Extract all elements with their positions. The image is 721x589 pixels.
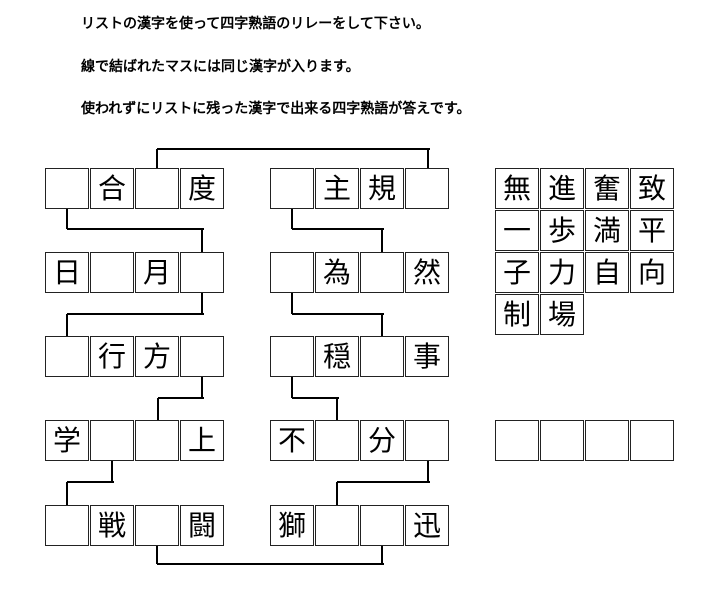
connector-line	[381, 314, 383, 336]
connector-line	[156, 149, 158, 168]
kanji-list-cell: 力	[540, 252, 584, 293]
puzzle-cell[interactable]	[90, 252, 134, 293]
instruction-line-1: リストの漢字を使って四字熟語のリレーをして下さい。	[81, 16, 430, 32]
instruction-line-3: 使われずにリストに残った漢字で出来る四字熟語が答えです。	[81, 101, 471, 117]
puzzle-cell[interactable]	[270, 168, 314, 209]
connector-line	[67, 481, 114, 483]
puzzle-cell[interactable]	[135, 420, 179, 461]
connector-line	[201, 293, 203, 314]
puzzle-cell[interactable]	[135, 505, 179, 546]
connector-line	[157, 148, 430, 150]
kanji-list-cell: 一	[495, 210, 539, 251]
puzzle-cell: 規	[360, 168, 404, 209]
puzzle-cell: 上	[180, 420, 224, 461]
connector-line	[158, 397, 204, 399]
puzzle-cell[interactable]	[270, 252, 314, 293]
connector-line	[201, 377, 203, 398]
puzzle-cell: 穏	[315, 336, 359, 377]
puzzle-cell: 分	[360, 420, 404, 461]
puzzle-cell: 主	[315, 168, 359, 209]
kanji-list-cell: 子	[495, 252, 539, 293]
puzzle-cell: 合	[90, 168, 134, 209]
connector-line	[336, 482, 338, 505]
instruction-line-2: 線で結ばれたマスには同じ漢字が入ります。	[81, 59, 360, 75]
puzzle-cell: 戦	[90, 505, 134, 546]
connector-line	[157, 563, 384, 565]
connector-line	[66, 209, 68, 229]
kanji-list-cell: 満	[585, 210, 629, 251]
connector-line	[291, 209, 293, 229]
connector-line	[67, 313, 204, 315]
puzzle-cell[interactable]	[405, 420, 449, 461]
kanji-list-cell: 制	[495, 294, 539, 335]
puzzle-cell[interactable]	[45, 505, 89, 546]
puzzle-cell: 獅	[270, 505, 314, 546]
puzzle-cell: 日	[45, 252, 89, 293]
connector-line	[292, 228, 384, 230]
connector-line	[66, 314, 68, 336]
puzzle-cell: 不	[270, 420, 314, 461]
puzzle-cell[interactable]	[270, 336, 314, 377]
puzzle-cell: 月	[135, 252, 179, 293]
kanji-list-cell: 自	[585, 252, 629, 293]
connector-line	[292, 313, 384, 315]
connector-line	[111, 461, 113, 482]
kanji-list-cell: 無	[495, 168, 539, 209]
connector-line	[381, 546, 383, 564]
puzzle-cell: 然	[405, 252, 449, 293]
puzzle-cell: 学	[45, 420, 89, 461]
kanji-list-cell: 奮	[585, 168, 629, 209]
puzzle-cell[interactable]	[45, 168, 89, 209]
connector-line	[67, 228, 204, 230]
puzzle-cell[interactable]	[360, 336, 404, 377]
connector-line	[427, 461, 429, 482]
connector-line	[291, 293, 293, 314]
puzzle-cell: 方	[135, 336, 179, 377]
connector-line	[157, 398, 159, 420]
kanji-list-cell: 向	[630, 252, 674, 293]
puzzle-cell[interactable]	[360, 252, 404, 293]
puzzle-cell[interactable]	[405, 168, 449, 209]
kanji-list-cell: 歩	[540, 210, 584, 251]
connector-line	[291, 377, 293, 398]
puzzle-cell: 迅	[405, 505, 449, 546]
puzzle-cell[interactable]	[180, 252, 224, 293]
connector-line	[336, 398, 338, 420]
answer-box[interactable]	[495, 420, 539, 461]
puzzle-cell[interactable]	[315, 505, 359, 546]
kanji-list-cell: 進	[540, 168, 584, 209]
connector-line	[201, 229, 203, 252]
puzzle-cell: 闘	[180, 505, 224, 546]
kanji-list-cell: 致	[630, 168, 674, 209]
puzzle-cell: 事	[405, 336, 449, 377]
puzzle-cell[interactable]	[90, 420, 134, 461]
puzzle-cell: 行	[90, 336, 134, 377]
puzzle-cell[interactable]	[180, 336, 224, 377]
connector-line	[66, 482, 68, 505]
connector-line	[156, 546, 158, 564]
connector-line	[427, 149, 429, 168]
puzzle-cell: 為	[315, 252, 359, 293]
connector-line	[381, 229, 383, 252]
answer-box[interactable]	[630, 420, 674, 461]
answer-box[interactable]	[540, 420, 584, 461]
puzzle-cell: 度	[180, 168, 224, 209]
connector-line	[337, 481, 430, 483]
connector-line	[292, 397, 339, 399]
kanji-list-cell: 場	[540, 294, 584, 335]
answer-box[interactable]	[585, 420, 629, 461]
puzzle-cell[interactable]	[135, 168, 179, 209]
puzzle-cell[interactable]	[360, 505, 404, 546]
kanji-list-cell: 平	[630, 210, 674, 251]
puzzle-cell[interactable]	[315, 420, 359, 461]
puzzle-cell[interactable]	[45, 336, 89, 377]
